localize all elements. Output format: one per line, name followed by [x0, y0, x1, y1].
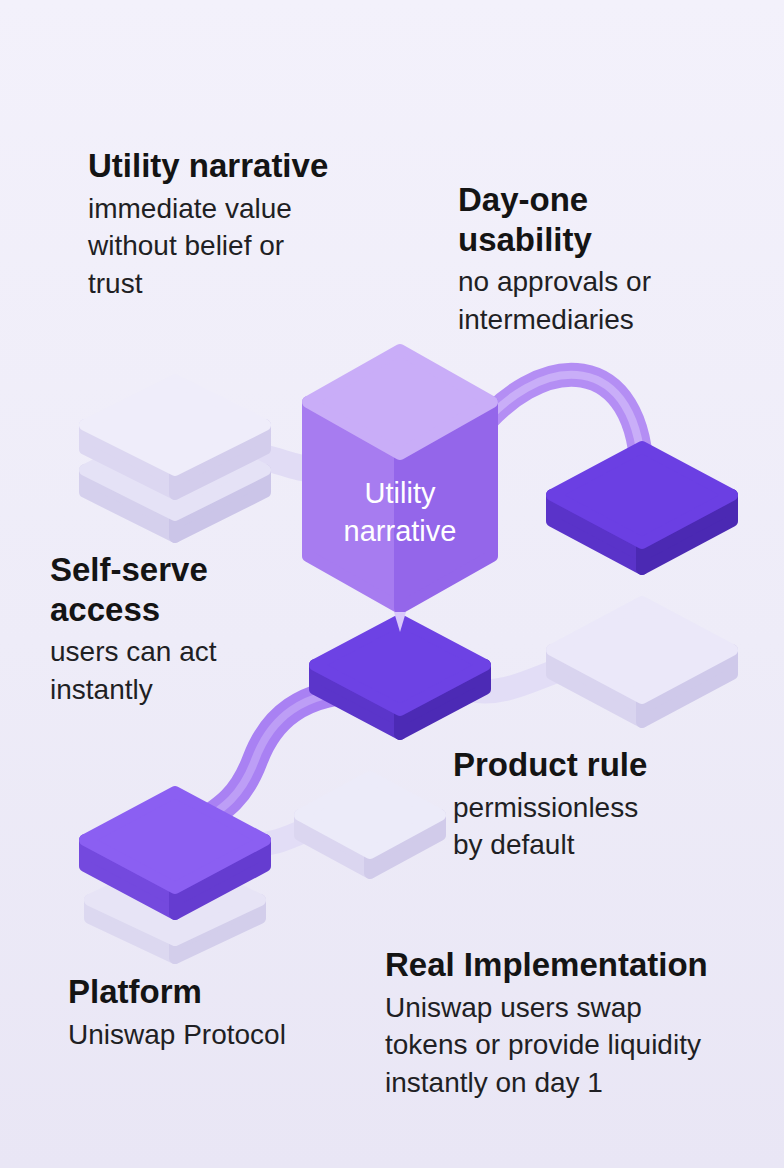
block-title: Utility narrative: [315, 475, 485, 550]
label-heading: Real Implementation: [385, 945, 765, 985]
tile-top: [552, 447, 732, 543]
label-description: Uniswap Protocol: [68, 1016, 368, 1054]
cube-top-face: [308, 350, 492, 454]
cube-pin: [394, 612, 406, 632]
label-description: permissionless by default: [453, 789, 663, 865]
label-description: Uniswap users swap tokens or provide liq…: [385, 989, 710, 1102]
label-description: immediate value without belief or trust: [88, 190, 333, 303]
tile-top: [315, 620, 485, 710]
label-heading: Day-one usability: [458, 180, 658, 259]
label-heading: Self-serve access: [50, 550, 255, 629]
label-description: users can act instantly: [50, 633, 255, 709]
tile-top: [85, 792, 265, 888]
tile-top: [552, 602, 732, 698]
label-heading: Platform: [68, 972, 318, 1012]
tile-top: [300, 777, 440, 853]
tile-top: [85, 380, 265, 470]
label-description: no approvals or intermediaries: [458, 263, 663, 339]
label-heading: Utility narrative: [88, 146, 388, 186]
label-heading: Product rule: [453, 745, 693, 785]
cube-block: Utility narrative: [300, 340, 500, 640]
